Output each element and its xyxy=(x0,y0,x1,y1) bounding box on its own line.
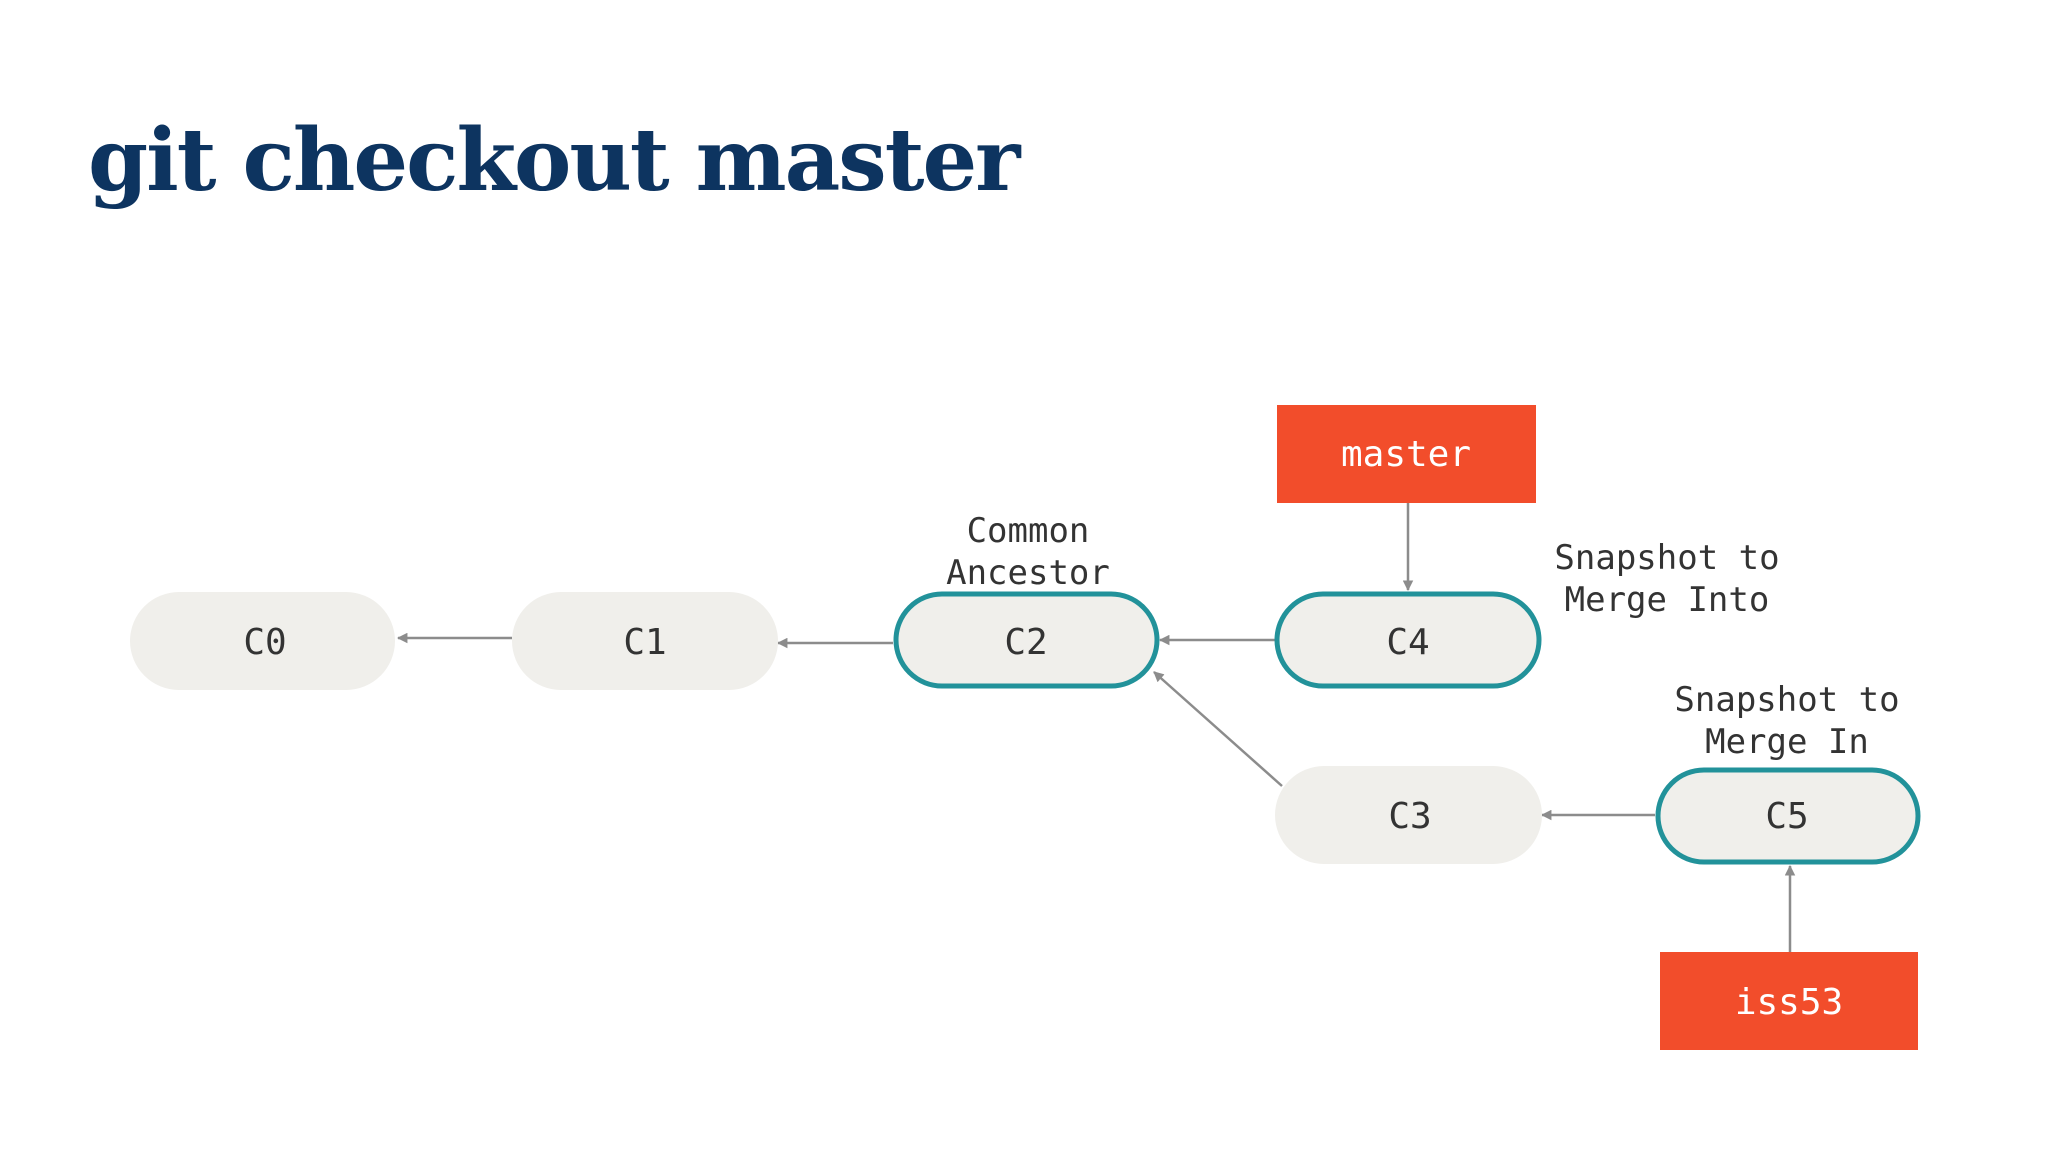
label-snapshot-merge-into: Snapshot to Merge Into xyxy=(1554,538,1779,620)
commit-c5: C5 xyxy=(1655,767,1921,865)
commit-c3: C3 xyxy=(1275,766,1542,864)
svg-text:C2: C2 xyxy=(1004,622,1047,663)
svg-text:C0: C0 xyxy=(243,622,286,663)
slide-title: git checkout master xyxy=(88,110,1020,211)
branch-master: master xyxy=(1277,405,1536,503)
svg-text:C1: C1 xyxy=(623,622,666,663)
svg-text:Snapshot to: Snapshot to xyxy=(1554,538,1779,578)
svg-text:C5: C5 xyxy=(1765,796,1808,837)
svg-text:master: master xyxy=(1341,434,1471,475)
svg-text:Ancestor: Ancestor xyxy=(946,553,1110,593)
svg-text:Merge In: Merge In xyxy=(1705,722,1869,762)
branch-iss53: iss53 xyxy=(1660,952,1918,1050)
commit-c4: C4 xyxy=(1274,591,1542,689)
svg-text:iss53: iss53 xyxy=(1735,982,1843,1023)
svg-text:C4: C4 xyxy=(1386,622,1429,663)
label-snapshot-merge-in: Snapshot to Merge In xyxy=(1674,680,1899,762)
label-common-ancestor: Common Ancestor xyxy=(946,511,1110,593)
svg-text:Common: Common xyxy=(967,511,1090,551)
commit-c1: C1 xyxy=(512,592,778,690)
svg-text:C3: C3 xyxy=(1388,796,1431,837)
svg-text:Merge Into: Merge Into xyxy=(1565,580,1770,620)
commit-c2: C2 xyxy=(893,591,1160,689)
arrows xyxy=(396,503,1796,952)
arrow-c3-to-c2 xyxy=(1153,671,1283,787)
commit-c0: C0 xyxy=(130,592,395,690)
svg-text:Snapshot to: Snapshot to xyxy=(1674,680,1899,720)
